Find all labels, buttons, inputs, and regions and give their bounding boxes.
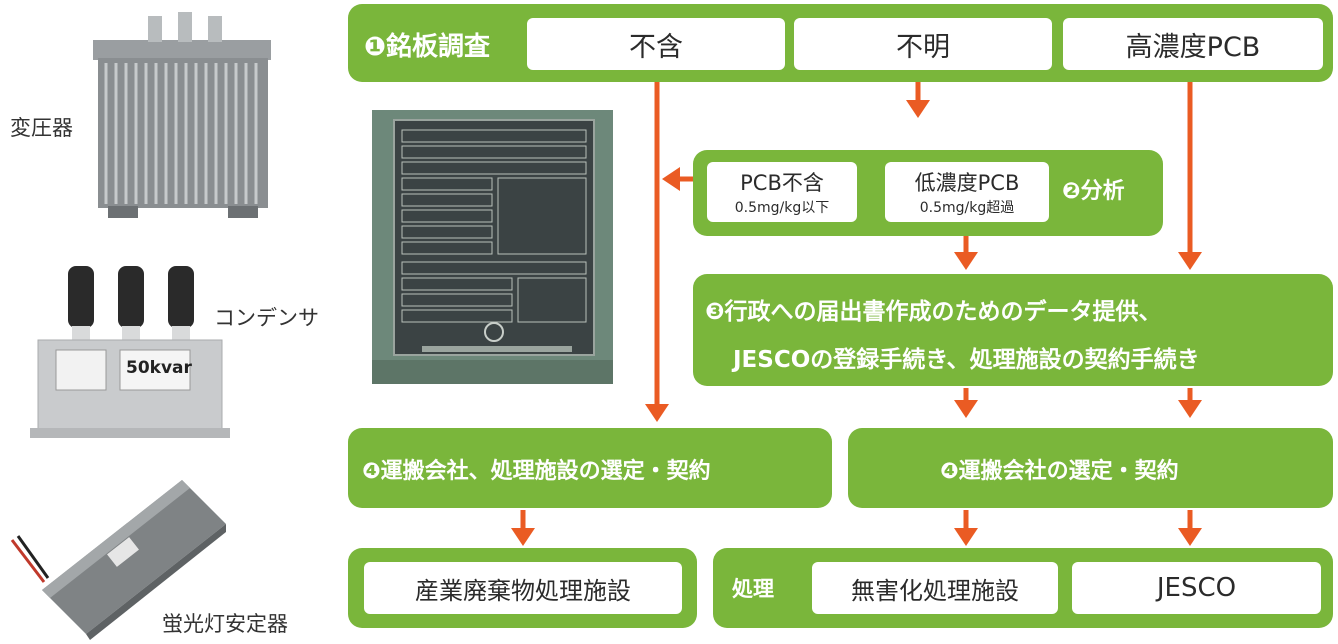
- option-high-pcb: 高濃度PCB: [1063, 18, 1323, 70]
- capacitor-label: コンデンサ: [214, 306, 319, 330]
- transformer-label: 変圧器: [10, 116, 73, 140]
- ballast-photo: [4, 462, 234, 640]
- jesco-label: JESCO: [1072, 562, 1321, 614]
- nameplate-photo: [372, 110, 613, 384]
- step4-right-box: [848, 428, 1333, 508]
- low-pcb-box: 低濃度PCB 0.5mg/kg超過: [885, 162, 1049, 222]
- pcb-free-sub: 0.5mg/kg以下: [734, 200, 830, 216]
- step1-title: ❶銘板調査: [364, 32, 491, 62]
- pcb-free-label: PCB不含: [740, 171, 824, 195]
- step3-line1: ❸行政への届出書作成のためのデータ提供、: [705, 299, 1162, 325]
- detox-facility-label: 無害化処理施設: [812, 562, 1058, 614]
- step4-left-box: [348, 428, 832, 508]
- transformer-photo: [88, 8, 278, 223]
- low-pcb-label: 低濃度PCB: [914, 171, 1020, 195]
- option-unknown: 不明: [794, 18, 1052, 70]
- option-not-contained: 不含: [527, 18, 785, 70]
- industrial-disposal-label: 産業廃棄物処理施設: [364, 562, 682, 614]
- capacitor-photo: 50kvar: [30, 258, 230, 443]
- step4-right-label: ❹運搬会社の選定・契約: [940, 459, 1179, 484]
- low-pcb-sub: 0.5mg/kg超過: [919, 200, 1015, 216]
- treatment-prefix: 処理: [732, 577, 774, 601]
- capacitor-plate: 50kvar: [126, 358, 192, 378]
- step4-left-label: ❹運搬会社、処理施設の選定・契約: [362, 459, 711, 484]
- ballast-label: 蛍光灯安定器: [162, 612, 288, 636]
- step3-box: [693, 274, 1333, 386]
- step2-title: ❷分析: [1062, 179, 1125, 204]
- pcb-free-box: PCB不含 0.5mg/kg以下: [707, 162, 857, 222]
- step3-line2: JESCOの登録手続き、処理施設の契約手続き: [733, 347, 1200, 373]
